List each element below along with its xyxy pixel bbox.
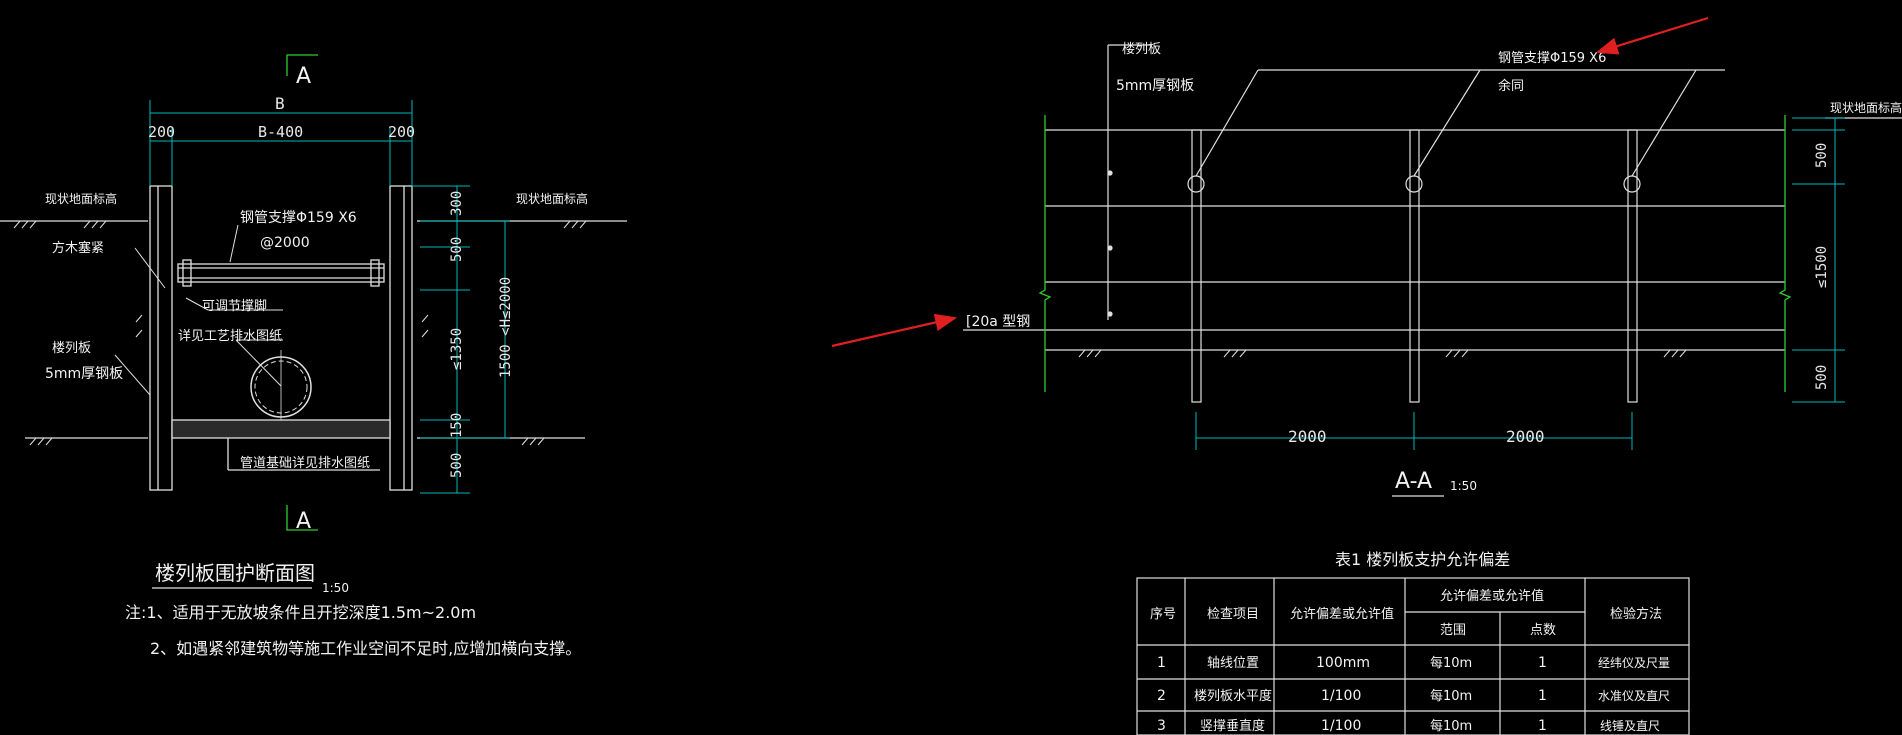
table-row: 2 楼列板水平度 1/100 每10m 1 水准仪及直尺: [1157, 688, 1670, 704]
dim-500-bottom: 500: [449, 453, 465, 478]
table-row: 3 竖撑垂直度 1/100 每10m 1 线锤及直尺: [1157, 718, 1660, 734]
note-1: 注:1、适用于无放坡条件且开挖深度1.5m~2.0m: [125, 603, 476, 622]
th-seq: 序号: [1150, 607, 1176, 622]
aa-label-sheet-pile: 楼列板: [1122, 42, 1161, 57]
cell-seq: 3: [1157, 718, 1166, 734]
aa-dim-500-top: 500: [1814, 143, 1830, 168]
dim-150: 150: [449, 413, 465, 438]
th-tolerance: 允许偏差或允许值: [1290, 606, 1394, 622]
right-edge-lines: [1038, 115, 1792, 392]
left-title: 楼列板围护断面图: [155, 561, 315, 585]
table-row: 1 轴线位置 100mm 每10m 1 经纬仪及尺量: [1157, 655, 1670, 671]
label-ground-left: 现状地面标高: [45, 191, 117, 206]
aa-label-steel-plate: 5mm厚钢板: [1116, 78, 1194, 94]
cell-points: 1: [1538, 718, 1547, 734]
cell-tolerance: 1/100: [1321, 718, 1361, 734]
aa-label-ground: 现状地面标高: [1830, 100, 1902, 115]
section-marker-bottom: A: [296, 509, 311, 534]
dim-h-range: 1500 <H≤2000: [498, 277, 514, 378]
cell-method: 经纬仪及尺量: [1598, 656, 1670, 670]
label-spacing: @2000: [260, 235, 310, 251]
note-2: 2、如遇紧邻建筑物等施工作业空间不足时,应增加横向支撑。: [150, 639, 581, 658]
th-points: 点数: [1530, 623, 1556, 638]
cell-method: 水准仪及直尺: [1598, 689, 1670, 703]
label-pipe-ref: 详见工艺排水图纸: [178, 329, 282, 344]
cell-tolerance: 100mm: [1316, 655, 1370, 671]
label-adjust-foot: 可调节撑脚: [202, 298, 267, 314]
table-grid: [1136, 577, 1690, 735]
th-group: 允许偏差或允许值: [1440, 588, 1544, 604]
right-dimension-lines: [1195, 117, 1845, 450]
table-caption: 表1 楼列板支护允许偏差: [1335, 550, 1510, 569]
left-dimension-lines: [149, 100, 510, 494]
cell-seq: 2: [1157, 688, 1166, 704]
left-scale: 1:50: [322, 581, 349, 595]
dim-b-400: B-400: [258, 123, 303, 141]
right-section-drawing: [963, 44, 1902, 403]
dim-left-200: 200: [148, 123, 175, 141]
dim-1350: ≤1350: [449, 328, 465, 370]
aa-dim-1500: ≤1500: [1814, 246, 1830, 288]
aa-dim-span-2: 2000: [1506, 427, 1545, 446]
th-range: 范围: [1440, 623, 1466, 638]
dim-500-top: 500: [449, 237, 465, 262]
cell-method: 线锤及直尺: [1600, 718, 1660, 733]
aa-label-steel-pipe: 钢管支撑Φ159 X6: [1498, 51, 1606, 66]
th-method: 检验方法: [1610, 606, 1662, 622]
aa-dim-span-1: 2000: [1288, 427, 1327, 446]
aa-label-channel: [20a 型钢: [966, 314, 1030, 330]
label-ground-right: 现状地面标高: [516, 191, 588, 206]
label-steel-pipe: 钢管支撑Φ159 X6: [240, 210, 357, 226]
annotation-arrows: [831, 16, 1709, 348]
label-wood-block: 方木塞紧: [52, 240, 104, 256]
dim-right-200: 200: [388, 123, 415, 141]
cell-points: 1: [1538, 655, 1547, 671]
cell-points: 1: [1538, 688, 1547, 704]
label-steel-plate: 5mm厚钢板: [45, 366, 123, 382]
aa-label-same: 余同: [1498, 78, 1524, 94]
cell-item: 轴线位置: [1207, 656, 1259, 671]
section-marker-top: A: [296, 64, 311, 89]
cell-range: 每10m: [1430, 688, 1472, 704]
dim-300: 300: [449, 191, 465, 216]
aa-scale: 1:50: [1450, 479, 1477, 493]
label-sheet-pile: 楼列板: [52, 341, 91, 356]
cell-range: 每10m: [1430, 655, 1472, 671]
dim-b: B: [275, 94, 285, 113]
aa-title: A-A: [1395, 469, 1432, 494]
cell-item: 竖撑垂直度: [1200, 718, 1265, 734]
cell-item: 楼列板水平度: [1194, 688, 1272, 704]
th-item: 检查项目: [1207, 607, 1259, 622]
cell-range: 每10m: [1430, 718, 1472, 734]
cell-tolerance: 1/100: [1321, 688, 1361, 704]
cell-seq: 1: [1157, 655, 1166, 671]
label-foundation: 管道基础详见排水图纸: [240, 456, 370, 471]
aa-dim-500-bottom: 500: [1814, 365, 1830, 390]
